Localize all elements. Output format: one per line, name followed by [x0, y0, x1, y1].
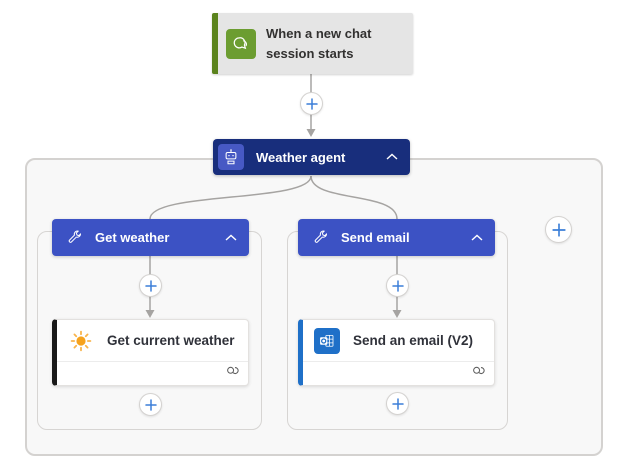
action-label: Get current weather — [107, 333, 235, 348]
trigger-node[interactable]: When a new chat session starts — [212, 13, 413, 74]
tool-header-label: Get weather — [95, 230, 170, 245]
wrench-icon — [312, 229, 329, 246]
add-tool-button[interactable] — [545, 216, 572, 243]
tool-header-label: Send email — [341, 230, 410, 245]
insert-step-button[interactable] — [386, 274, 409, 297]
trigger-label: When a new chat session starts — [266, 25, 372, 61]
agent-node-weather-agent[interactable]: Weather agent — [213, 139, 410, 175]
chevron-up-icon[interactable] — [223, 230, 239, 246]
wrench-icon — [66, 229, 83, 246]
chevron-up-icon[interactable] — [469, 230, 485, 246]
plus-icon — [144, 279, 157, 292]
insert-step-button[interactable] — [139, 274, 162, 297]
add-action-button[interactable] — [139, 393, 162, 416]
plus-icon — [391, 397, 404, 410]
action-card-get-current-weather[interactable]: Get current weather — [52, 319, 249, 386]
insert-step-button[interactable] — [300, 92, 323, 115]
tool-header-send-email[interactable]: Send email — [298, 219, 495, 256]
action-card-send-an-email-v2[interactable]: Send an email (V2) — [298, 319, 495, 386]
sun-icon — [68, 328, 94, 354]
action-label: Send an email (V2) — [353, 333, 474, 348]
outlook-icon — [314, 327, 340, 354]
connection-icon[interactable] — [471, 364, 485, 383]
plus-icon — [391, 279, 404, 292]
chevron-up-icon[interactable] — [384, 149, 400, 165]
robot-icon — [218, 144, 244, 170]
agent-label: Weather agent — [256, 149, 346, 165]
chat-icon — [226, 28, 256, 59]
add-action-button[interactable] — [386, 392, 409, 415]
plus-icon — [144, 398, 157, 411]
plus-icon — [305, 97, 318, 110]
plus-icon — [551, 222, 566, 237]
tool-header-get-weather[interactable]: Get weather — [52, 219, 249, 256]
connection-icon[interactable] — [225, 364, 239, 383]
